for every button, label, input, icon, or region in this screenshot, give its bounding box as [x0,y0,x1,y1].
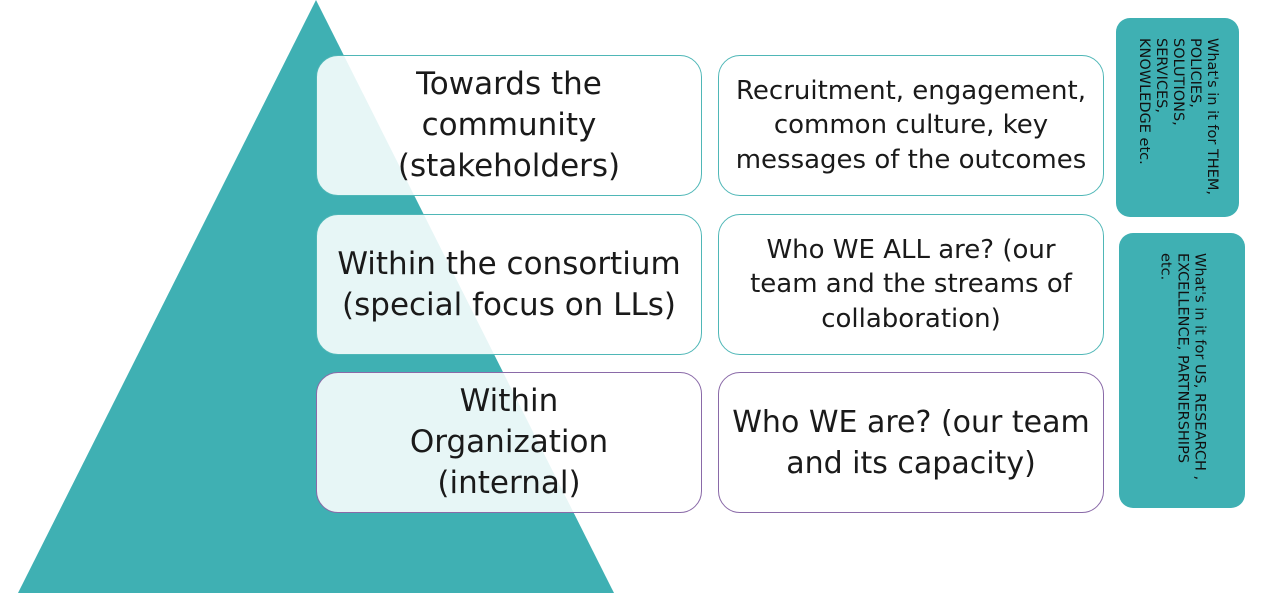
description-consortium: Who WE ALL are? (our team and the stream… [750,234,1072,334]
level-title-organization: Within Organization (internal) [409,383,609,501]
level-title-consortium: Within the consortium (special focus on … [337,245,681,323]
level-box-community: Towards the community (stakeholders) [316,55,702,196]
side-tab-us: What's in it for US, RESEARCH , EXCELLEN… [1119,233,1245,508]
description-box-community: Recruitment, engagement, common culture,… [718,55,1104,196]
side-tab-them: What's in it for THEM, POLICIES, SOLUTIO… [1116,18,1239,217]
description-community: Recruitment, engagement, common culture,… [735,75,1087,175]
side-label-them: What's in it for THEM, POLICIES, SOLUTIO… [1136,37,1220,195]
description-box-organization: Who WE are? (our team and its capacity) [718,372,1104,513]
description-box-consortium: Who WE ALL are? (our team and the stream… [718,214,1104,355]
level-box-consortium: Within the consortium (special focus on … [316,214,702,355]
level-title-community: Towards the community (stakeholders) [397,66,621,184]
level-box-organization: Within Organization (internal) [316,372,702,513]
side-label-us: What's in it for US, RESEARCH , EXCELLEN… [1157,253,1208,481]
description-organization: Who WE are? (our team and its capacity) [732,404,1090,481]
